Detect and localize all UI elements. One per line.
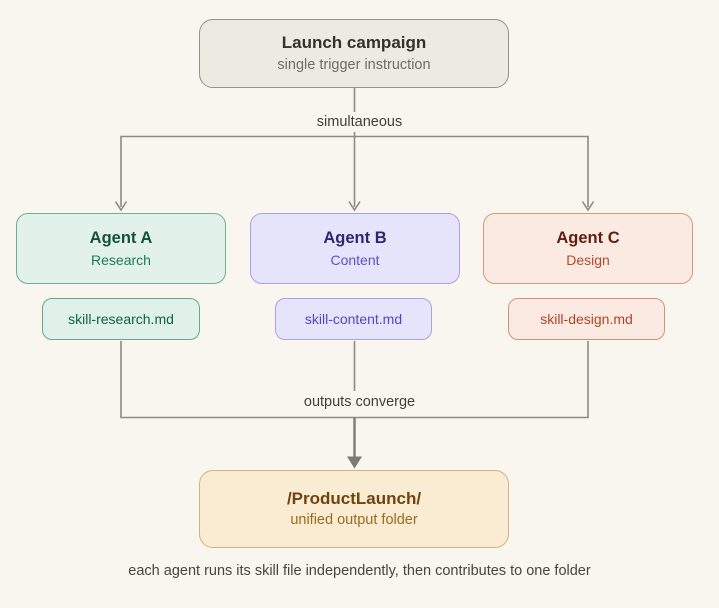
agent-b-title: Agent B	[323, 228, 387, 247]
agent-c-subtitle: Design	[566, 251, 610, 268]
arrowhead-agent-a	[114, 201, 128, 212]
agent-c-title: Agent C	[556, 228, 620, 247]
output-folder-title: /ProductLaunch/	[286, 488, 422, 508]
trigger-node: Launch campaign single trigger instructi…	[199, 19, 509, 88]
agent-b-subtitle: Content	[330, 251, 380, 268]
output-arrowhead	[347, 456, 362, 469]
converge-label: outputs converge	[303, 394, 416, 410]
output-folder-subtitle: unified output folder	[290, 512, 418, 528]
diagram-caption: each agent runs its skill file independe…	[128, 563, 591, 579]
fanout-label: simultaneous	[316, 114, 403, 130]
skill-file-design-chip: skill-design.md	[508, 298, 665, 340]
skill-file-content-chip: skill-content.md	[275, 298, 432, 340]
output-folder-node: /ProductLaunch/ unified output folder	[199, 470, 509, 548]
agent-c-node: Agent C Design	[483, 213, 693, 284]
agent-b-node: Agent B Content	[250, 213, 460, 284]
arrowhead-agent-c	[581, 201, 595, 212]
agent-a-node: Agent A Research	[16, 213, 226, 284]
skill-file-research-chip: skill-research.md	[42, 298, 200, 340]
agent-a-title: Agent A	[89, 228, 153, 247]
trigger-subtitle: single trigger instruction	[277, 56, 431, 73]
trigger-title: Launch campaign	[281, 33, 427, 53]
arrowhead-agent-b	[348, 201, 361, 212]
agent-a-subtitle: Research	[91, 251, 151, 268]
